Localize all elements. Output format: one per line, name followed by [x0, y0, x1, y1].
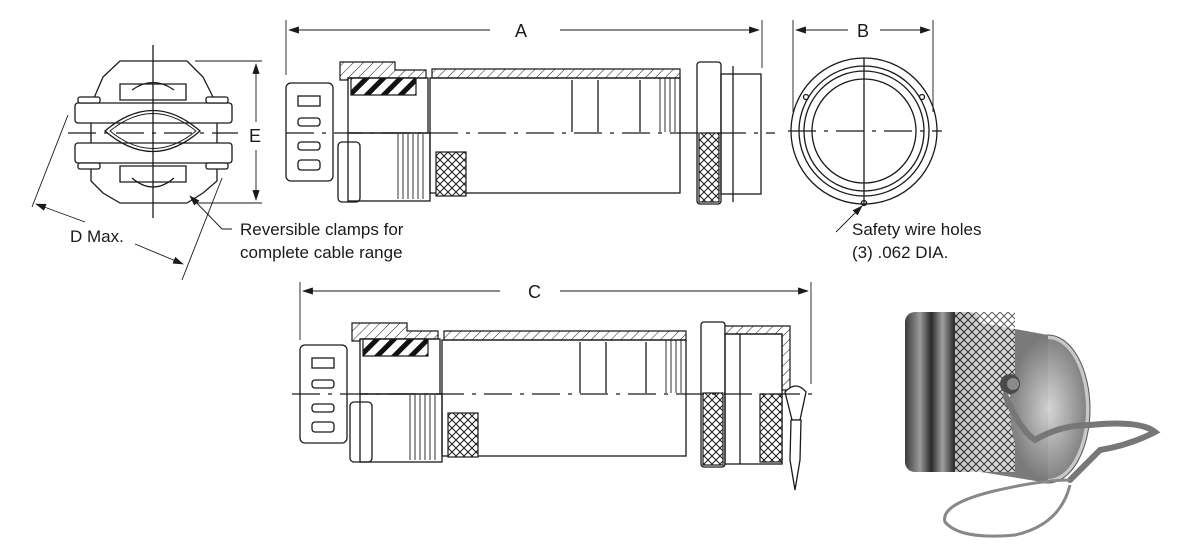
grommet [350, 77, 417, 96]
clamp-side [285, 82, 334, 182]
body-hatch [431, 68, 681, 79]
dimension-e-label: E [249, 126, 261, 146]
photo-protective-cap [905, 312, 1161, 538]
clamp-saddle [103, 110, 201, 152]
dimension-b-label: B [857, 21, 869, 41]
dimension-c-label: C [528, 282, 541, 302]
cap-lanyard [784, 385, 807, 421]
nut-hatch [339, 61, 427, 81]
side-view-with-cap: C [292, 282, 818, 491]
safety-wire-callout-line1: Safety wire holes [852, 220, 981, 239]
side-view-assembled: A [285, 20, 775, 205]
knurl-a1 [435, 151, 467, 197]
nut-side [337, 141, 361, 203]
front-view-coupling: B Safety wire holes (3) .062 DIA. [788, 20, 981, 262]
end-view-clamp: E D Max. Reversible clamps for complete … [31, 45, 404, 281]
clamp-callout-line2: complete cable range [240, 243, 403, 262]
dimension-d-label: D Max. [70, 227, 124, 246]
threads-a [397, 134, 424, 199]
cap-hatch [724, 325, 791, 391]
dimension-a-label: A [515, 21, 527, 41]
clamp-callout-line1: Reversible clamps for [240, 220, 404, 239]
safety-wire-callout-line2: (3) .062 DIA. [852, 243, 948, 262]
